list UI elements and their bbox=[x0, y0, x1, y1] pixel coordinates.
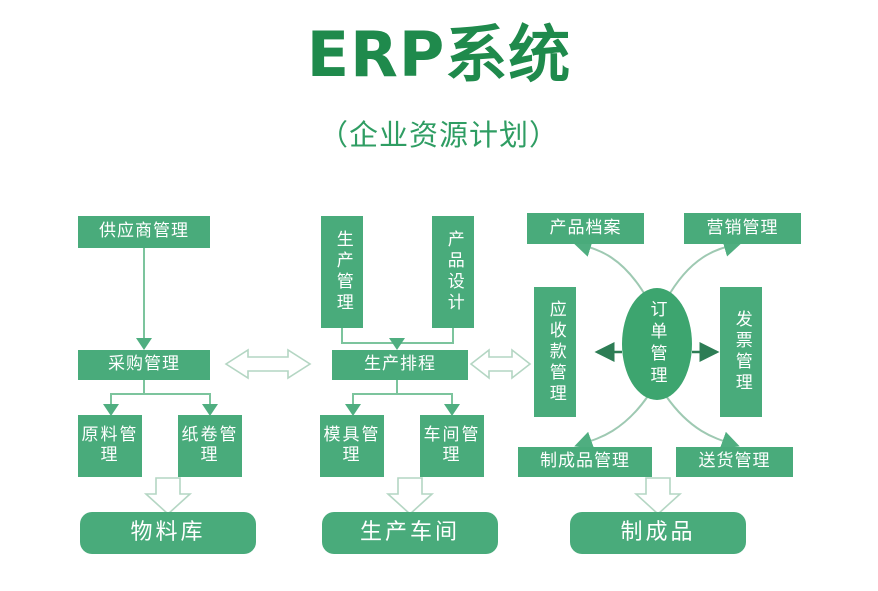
hollow-double-arrow-purchase-schedule bbox=[224, 348, 312, 380]
line-product-design-down bbox=[452, 328, 454, 344]
arrowhead-to-mold-mgmt bbox=[345, 404, 361, 416]
line-purchase-branch bbox=[110, 393, 210, 395]
arrowhead-supplier-to-purchase bbox=[136, 338, 152, 350]
page-title: ERP系统 bbox=[306, 18, 572, 91]
node-purchase-mgmt[interactable]: 采购管理 bbox=[78, 350, 210, 380]
line-production-mgmt-down bbox=[341, 328, 343, 344]
line-schedule-to-workshop bbox=[451, 393, 453, 407]
node-material-warehouse[interactable]: 物料库 bbox=[80, 512, 256, 554]
node-production-mgmt[interactable]: 生产管理 bbox=[321, 216, 363, 328]
line-schedule-stem bbox=[396, 380, 398, 394]
node-product-archive[interactable]: 产品档案 bbox=[527, 213, 644, 244]
node-finished-goods[interactable]: 制成品 bbox=[570, 512, 746, 554]
node-delivery-mgmt[interactable]: 送货管理 bbox=[676, 447, 793, 477]
node-mold-mgmt[interactable]: 模具管理 bbox=[320, 415, 384, 477]
arrowhead-to-production-schedule bbox=[389, 338, 405, 350]
line-schedule-branch bbox=[352, 393, 452, 395]
node-production-workshop[interactable]: 生产车间 bbox=[322, 512, 498, 554]
node-raw-material-mgmt[interactable]: 原料管理 bbox=[78, 415, 142, 477]
hollow-block-arrow-to-finished-goods bbox=[633, 477, 683, 516]
node-paper-roll-mgmt[interactable]: 纸卷管理 bbox=[178, 415, 242, 477]
line-schedule-to-mold bbox=[352, 393, 354, 407]
curve-order-to-finished-goods-mgmt bbox=[574, 395, 649, 449]
node-production-schedule[interactable]: 生产排程 bbox=[332, 350, 468, 380]
hollow-block-arrow-to-production-workshop bbox=[385, 477, 435, 516]
hollow-double-arrow-schedule-receivable bbox=[469, 348, 532, 380]
line-purchase-stem bbox=[143, 380, 145, 394]
arrowhead-to-workshop-mgmt bbox=[444, 404, 460, 416]
node-receivable-mgmt[interactable]: 应收款管理 bbox=[534, 287, 576, 417]
node-invoice-mgmt[interactable]: 发票管理 bbox=[720, 287, 762, 417]
hollow-block-arrow-to-material-warehouse bbox=[143, 477, 193, 516]
page-subtitle: （企业资源计划） bbox=[318, 118, 559, 152]
line-supplier-to-purchase bbox=[143, 248, 145, 344]
curve-order-to-product-archive bbox=[573, 239, 649, 301]
node-supplier-mgmt[interactable]: 供应商管理 bbox=[78, 216, 210, 248]
line-purchase-to-roll bbox=[209, 393, 211, 407]
node-finished-goods-mgmt[interactable]: 制成品管理 bbox=[518, 447, 652, 477]
node-marketing-mgmt[interactable]: 营销管理 bbox=[684, 213, 801, 244]
arrowhead-to-raw-material bbox=[103, 404, 119, 416]
node-workshop-mgmt[interactable]: 车间管理 bbox=[420, 415, 484, 477]
line-purchase-to-raw bbox=[110, 393, 112, 407]
arrowhead-to-paper-roll bbox=[202, 404, 218, 416]
node-order-mgmt[interactable]: 订单管理 bbox=[622, 288, 692, 400]
node-product-design[interactable]: 产品设计 bbox=[432, 216, 474, 328]
